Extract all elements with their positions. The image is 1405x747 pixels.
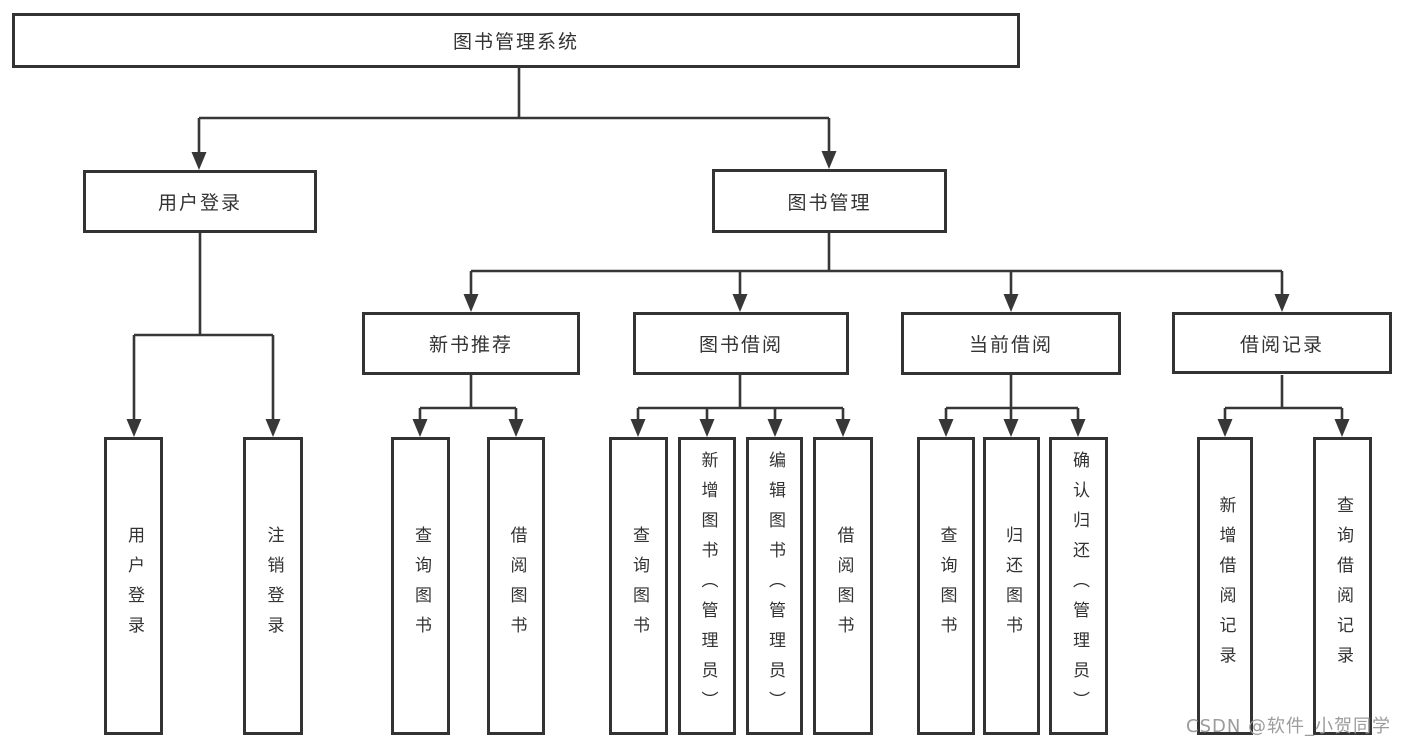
- leaf-label: 用户登录: [124, 526, 144, 646]
- connector-user-login-to-leaves: [132, 233, 275, 420]
- leaf-label: 编辑图书（管理员）: [765, 451, 785, 721]
- connector-root-to-level2: [197, 68, 831, 152]
- leaf-label: 归还图书: [1002, 526, 1022, 646]
- connector-borrow-records-to-leaves: [1223, 375, 1344, 420]
- leaf-label: 注销登录: [263, 526, 284, 646]
- arrowhead: [1003, 419, 1019, 437]
- leaf-label: 新增借阅记录: [1215, 496, 1236, 676]
- arrowhead: [767, 419, 783, 437]
- leaf-bb-add-books-admin: 新增图书（管理员）: [678, 437, 736, 735]
- arrowhead: [1334, 419, 1350, 437]
- arrowhead: [191, 152, 207, 170]
- node-new-book-recommend: 新书推荐: [362, 312, 580, 375]
- arrowhead: [1070, 419, 1086, 437]
- node-book-management: 图书管理: [712, 169, 947, 233]
- arrowhead: [508, 419, 524, 437]
- arrowhead: [732, 294, 748, 312]
- node-root: 图书管理系统: [12, 13, 1020, 68]
- watermark-csdn: CSDN @软件_小贺同学: [1186, 716, 1392, 737]
- leaf-user-login: 用户登录: [104, 437, 163, 735]
- node-current-borrow: 当前借阅: [901, 312, 1121, 375]
- arrowhead: [630, 419, 646, 437]
- arrowhead: [1003, 294, 1019, 312]
- leaf-label: 查询图书: [411, 526, 431, 646]
- connector-book-management-to-level3: [469, 233, 1284, 295]
- leaf-label: 查询图书: [936, 526, 957, 646]
- leaf-cb-return-books: 归还图书: [983, 437, 1040, 735]
- leaf-br-add-record: 新增借阅记录: [1197, 437, 1253, 735]
- leaf-label: 查询图书: [629, 526, 649, 646]
- leaf-label: 确认归还（管理员）: [1069, 451, 1089, 721]
- arrowhead: [265, 419, 281, 437]
- arrowhead: [938, 419, 954, 437]
- leaf-label: 查询借阅记录: [1333, 496, 1353, 676]
- connector-book-borrow-to-leaves: [636, 375, 845, 420]
- leaf-bb-edit-books-admin: 编辑图书（管理员）: [746, 437, 803, 735]
- arrowhead: [699, 419, 715, 437]
- connector-current-borrow-to-leaves: [944, 375, 1080, 420]
- leaf-bb-query-books: 查询图书: [609, 437, 668, 735]
- arrowhead: [463, 294, 479, 312]
- leaf-cb-confirm-return-admin: 确认归还（管理员）: [1049, 437, 1108, 735]
- arrowhead: [412, 419, 428, 437]
- leaf-bb-borrow-books: 借阅图书: [813, 437, 873, 735]
- leaf-cb-query-books: 查询图书: [917, 437, 975, 735]
- connector-new-book-recommend-to-leaves: [418, 375, 518, 420]
- leaf-logout: 注销登录: [243, 437, 303, 735]
- arrowhead: [835, 419, 851, 437]
- node-book-borrow: 图书借阅: [633, 312, 849, 375]
- node-user-login: 用户登录: [83, 170, 317, 233]
- leaf-nbr-query-books: 查询图书: [391, 437, 450, 735]
- arrowhead: [1217, 419, 1233, 437]
- arrowhead: [1274, 294, 1290, 312]
- leaf-label: 借阅图书: [833, 526, 854, 646]
- leaf-label: 借阅图书: [506, 526, 527, 646]
- leaf-br-query-record: 查询借阅记录: [1313, 437, 1372, 735]
- node-borrow-records: 借阅记录: [1172, 312, 1392, 374]
- leaf-label: 新增图书（管理员）: [697, 451, 718, 721]
- arrowhead: [126, 419, 142, 437]
- leaf-nbr-borrow-books: 借阅图书: [487, 437, 545, 735]
- arrowhead: [821, 151, 837, 169]
